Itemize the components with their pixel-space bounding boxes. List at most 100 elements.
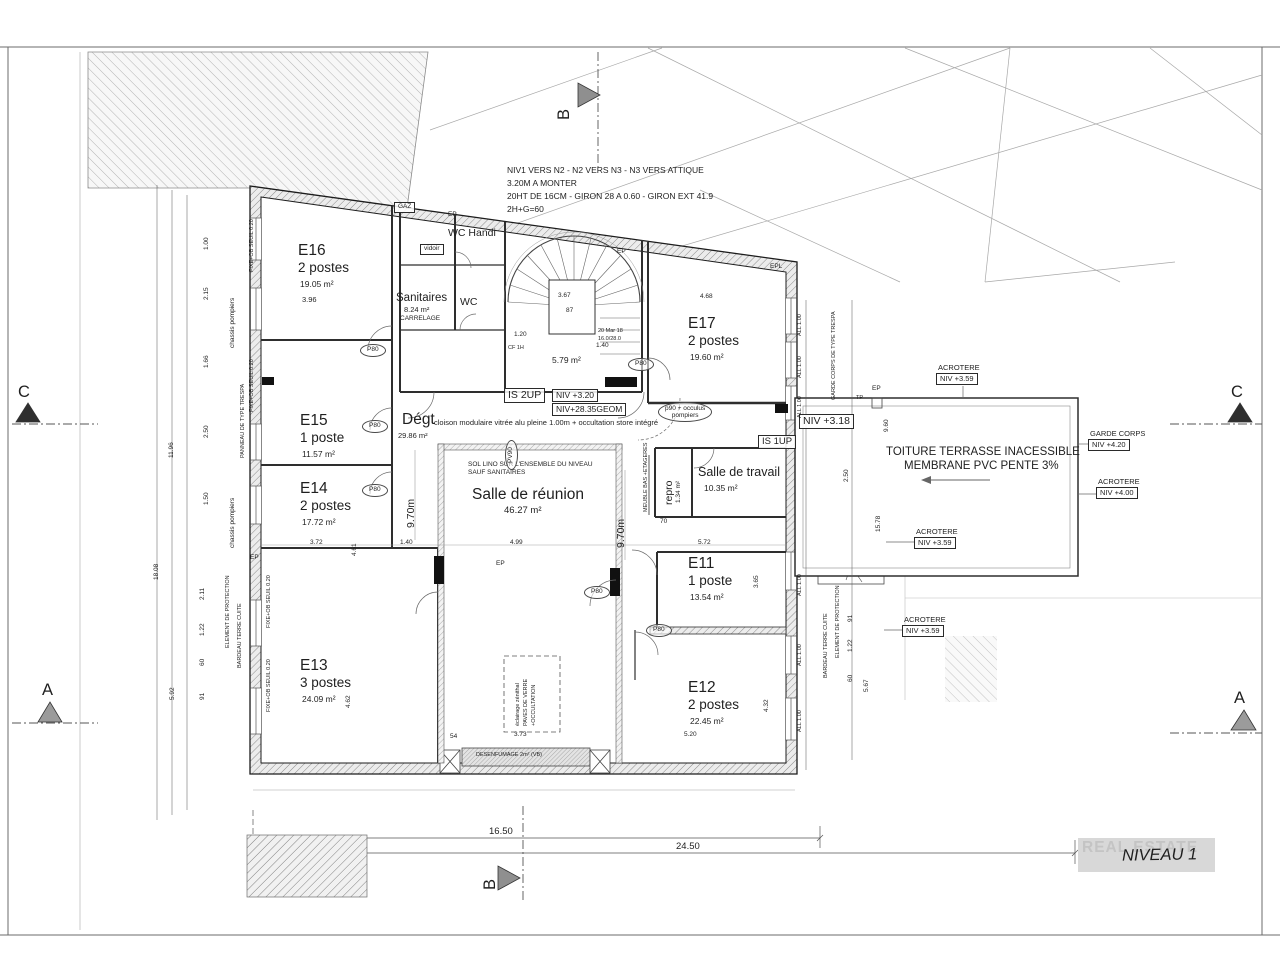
dim-970-right: 9.70m [615, 518, 627, 548]
dim-499: 4.99 [510, 539, 523, 546]
dim-250-l: 2.50 [203, 425, 210, 438]
stair-note-line1: NIV1 VERS N2 - N2 VERS N3 - N3 VERS ATTI… [507, 165, 704, 175]
dim-520: 5.20 [684, 731, 697, 738]
dim-468: 4.68 [700, 293, 713, 300]
room-reunion-name: Salle de réunion [472, 486, 585, 503]
floor-note-line2: SAUF SANITAIRES [468, 469, 526, 476]
panneau-trespa: PANNEAU DE TYPE TRESPA [240, 383, 246, 458]
fixe-ob-1: FIXE+OB SEUIL 0.20 [249, 219, 255, 272]
eclairage-line3: +OCCULTATION [531, 684, 537, 726]
dim-372: 3.72 [310, 539, 323, 546]
dim-140: 1.40 [400, 539, 413, 546]
room-e13-id: E13 [300, 657, 328, 674]
room-e16-postes: 2 postes [298, 260, 350, 275]
element-left: ELEMENT DE PROTECTION [225, 575, 231, 648]
acrotere-bottom-value: NIV +3.59 [902, 625, 944, 637]
room-sanitaires-name: Sanitaires [396, 292, 448, 304]
room-reunion-area: 46.27 m² [504, 505, 542, 516]
section-a-right: A [1234, 689, 1246, 707]
all100-2: ALL 1.00 [797, 356, 803, 378]
chassis-pompiers-2: chassis pompiers [229, 497, 236, 548]
room-e12-id: E12 [688, 679, 716, 696]
left-facade-windows [250, 217, 262, 735]
roof-sketch-lines [429, 47, 1263, 700]
element-right: ELEMENT DE PROTECTION [835, 585, 841, 658]
room-e17-id: E17 [688, 315, 716, 332]
door-p80-e17: P80 [628, 358, 654, 371]
room-e17-area: 19.60 m² [690, 352, 724, 362]
eclairage-line2: PAVES DE VERRE [523, 678, 529, 726]
meuble-bas: MEUBLE BAS +ETAGERES [643, 442, 649, 512]
all100-1: ALL 1.00 [797, 314, 803, 336]
room-sanitaires-area: 8.24 m² [404, 305, 430, 314]
room-degt-area: 29.86 m² [398, 431, 428, 440]
dim-91-bl: 91 [199, 692, 206, 700]
room-degt-name: Dégt [402, 411, 435, 428]
acrotere-mid-value: NIV +3.59 [914, 537, 956, 549]
dim-54: 54 [450, 733, 458, 740]
room-e12-area: 22.45 m² [690, 716, 724, 726]
garde-trespa-right: GARDE CORPS DE TYPE TRESPA [831, 311, 837, 400]
is2up-label: IS 2UP [504, 388, 546, 404]
room-travail-area: 10.35 m² [704, 483, 738, 493]
room-e14-area: 17.72 m² [302, 517, 336, 527]
ep-label-5: EP [250, 554, 259, 561]
ground-hatch-patch [945, 636, 997, 702]
terrace-line2: MEMBRANE PVC PENTE 3% [904, 460, 1059, 472]
garde-corps-value: NIV +4.20 [1088, 439, 1130, 451]
site-hatch-block [246, 834, 368, 898]
room-sanitaires-finish: CARRELAGE [400, 315, 441, 322]
stair-date: 20 Mar 18 [598, 328, 623, 334]
dim-215-l: 2.15 [203, 287, 210, 300]
acrotere-mid-label: ACROTERE [916, 527, 958, 536]
skylight-outline [503, 655, 561, 733]
niv318-label: NIV +3.18 [799, 414, 854, 430]
dim-122-bl: 1.22 [199, 623, 206, 636]
niv2835-label: NIV+28.35GEOM [552, 403, 627, 416]
room-e11-id: E11 [688, 555, 715, 572]
door-p80-e16: P80 [360, 344, 386, 357]
dim-61-r: 91 [847, 614, 854, 622]
fixe-ob-2: FIXE+OB SEUIL 0.20 [249, 359, 255, 412]
door-p80-e14: P80 [362, 484, 388, 497]
is1up-label: IS 1UP [758, 435, 797, 449]
room-e15-area: 11.57 m² [302, 449, 335, 459]
dim-1808: 18.08 [153, 563, 160, 580]
glass-partitions [437, 443, 623, 764]
dim-365: 3.65 [753, 575, 760, 588]
section-triangles [15, 82, 1257, 891]
stair-riser: 16.0/28.0 [598, 336, 621, 342]
dim-60-bl: 60 [199, 658, 206, 666]
cf-label: CF 1H [508, 345, 524, 351]
acrotere-bottom-label: ACROTERE [904, 615, 946, 624]
stair-dim-140: 1.40 [596, 342, 609, 349]
door-p80-e15: P80 [362, 420, 388, 433]
dim-960: 9.60 [883, 419, 890, 432]
terrace-line1: TOITURE TERRASSE INACESSIBLE [886, 446, 1080, 458]
dim-150-l: 1.50 [203, 492, 210, 505]
desenfumage-label: DESENFUMAGE 2m² (VB) [476, 752, 543, 758]
ep-label-4: EP [496, 560, 505, 567]
fixe-ob-4: FIXE+OB SEUIL 0.20 [266, 659, 272, 712]
ep-label-2: EP [617, 248, 626, 255]
all100-6: ALL 1.00 [797, 710, 803, 732]
door-p80-e12: P80 [646, 624, 672, 637]
section-b-top: B [555, 108, 573, 120]
dim-128-r: 1.22 [847, 639, 854, 652]
sheet-frame [0, 46, 1280, 936]
room-e11-area: 13.54 m² [690, 592, 724, 602]
garde-corps-label: GARDE CORPS [1090, 429, 1146, 438]
palier-area: 5.79 m² [552, 355, 581, 365]
floor-note-line1: SOL LINO SUR L'ENSEMBLE DU NIVEAU [468, 461, 593, 468]
dim-970-left: 9.70m [405, 498, 417, 528]
dim-e16: 3.96 [302, 295, 317, 304]
room-e15-id: E15 [300, 412, 328, 429]
all100-4: ALL 1.00 [797, 574, 803, 596]
room-e16-id: E16 [298, 242, 326, 259]
acrotere-right-value: NIV +4.00 [1096, 487, 1138, 499]
bardeau-left: BARDEAU TERRE CUITE [237, 603, 243, 668]
room-e15-postes: 1 poste [300, 430, 345, 445]
epl-label: EPL [770, 263, 783, 270]
dim-250-r: 2.50 [843, 469, 850, 482]
